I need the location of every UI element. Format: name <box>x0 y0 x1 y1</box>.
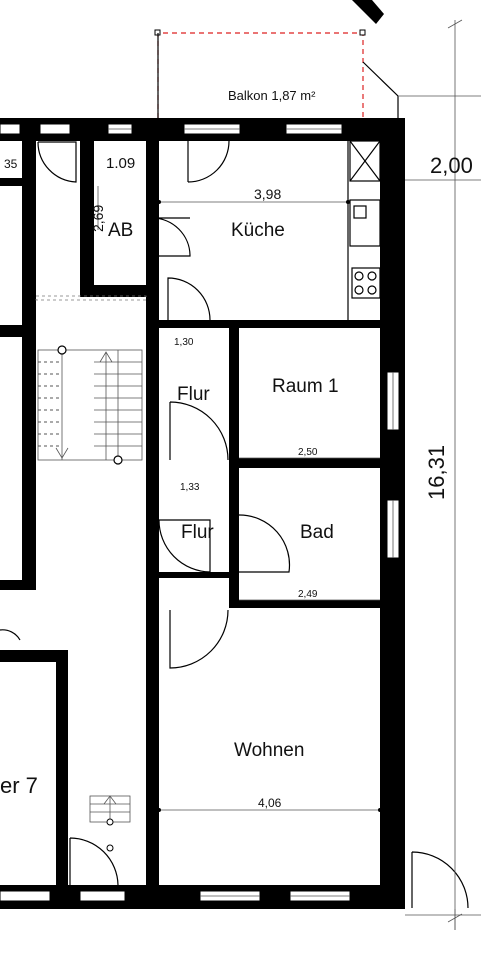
interior-walls <box>159 320 380 608</box>
top-windows <box>0 123 343 135</box>
label-kueche: Küche <box>231 220 285 241</box>
room-labels: Balkon 1,87 m² Küche AB Flur Flur Raum 1… <box>0 88 339 798</box>
dim-flur-top: 1,30 <box>174 337 194 348</box>
dim-flur-bottom: 1,33 <box>180 482 200 493</box>
neighbor-wall-fragment <box>352 0 384 24</box>
dim-left-cut: 35 <box>4 157 18 171</box>
label-bad: Bad <box>300 522 334 543</box>
dimension-labels: 35 1.09 2,69 3,98 1,30 1,33 2,50 2,49 4,… <box>4 153 473 810</box>
dim-right-offset: 2,00 <box>430 153 473 178</box>
dim-wohnen: 4,06 <box>258 796 282 810</box>
doors <box>0 140 469 909</box>
dim-bad: 2,49 <box>298 589 318 600</box>
label-balkon: Balkon 1,87 m² <box>228 88 316 103</box>
label-neighbor: er 7 <box>0 773 38 798</box>
right-windows <box>386 371 400 559</box>
balcony-outline <box>154 29 399 118</box>
label-raum1: Raum 1 <box>272 376 339 397</box>
dim-raum1: 2,50 <box>298 447 318 458</box>
label-flur-bottom: Flur <box>181 522 214 543</box>
outer-walls <box>0 118 405 909</box>
dim-ab-width: 1.09 <box>106 155 135 172</box>
bottom-windows <box>0 890 351 902</box>
label-flur-top: Flur <box>177 384 210 405</box>
dim-total-height: 16,31 <box>424 445 449 500</box>
dimension-lines <box>97 19 481 930</box>
staircase <box>35 295 147 852</box>
dim-kueche-width: 3,98 <box>254 186 281 202</box>
label-ab: AB <box>108 220 133 241</box>
label-wohnen: Wohnen <box>234 740 304 761</box>
dim-ab-height: 2,69 <box>90 205 106 232</box>
kitchen-appliances <box>347 140 381 320</box>
